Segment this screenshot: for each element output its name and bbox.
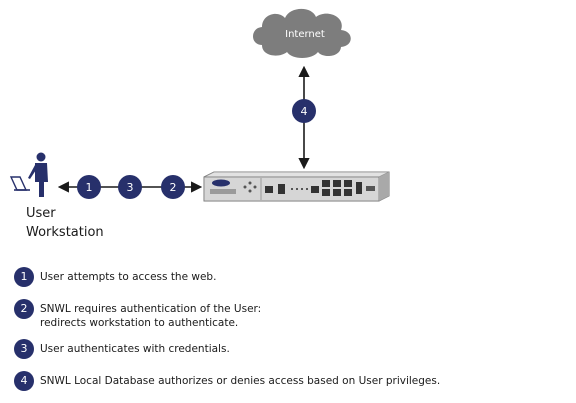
step-3-number: 3 <box>127 181 134 194</box>
legend-text-3: User authenticates with credentials. <box>40 343 230 355</box>
cloud-icon <box>253 8 351 58</box>
step-4-badge <box>292 99 316 123</box>
legend-item-3: 3 User authenticates with credentials. <box>14 338 564 364</box>
legend-text-4: SNWL Local Database authorizes or denies… <box>40 375 441 387</box>
legend-text-1: User attempts to access the web. <box>40 271 217 283</box>
legend-text-2: SNWL requires authentication of the User… <box>40 302 261 330</box>
appliance-icon <box>203 171 390 202</box>
internet-label: Internet <box>285 29 325 40</box>
user-label-line1: User <box>26 206 56 221</box>
legend-item-1: 1 User attempts to access the web. <box>14 266 564 292</box>
legend-item-4: 4 SNWL Local Database authorizes or deni… <box>14 370 564 396</box>
step-1-number: 1 <box>86 181 93 194</box>
user-workstation-icon <box>9 152 48 197</box>
legend-badge-2: 2 <box>14 299 34 319</box>
legend-badge-1: 1 <box>14 267 34 287</box>
step-4-number: 4 <box>301 105 308 118</box>
legend-badge-3: 3 <box>14 339 34 359</box>
step-1-badge <box>77 175 101 199</box>
legend-text-2-line1: SNWL requires authentication of the User… <box>40 303 262 315</box>
user-label-line2: Workstation <box>26 225 104 240</box>
legend-badge-4: 4 <box>14 371 34 391</box>
legend-item-2: 2 SNWL requires authentication of the Us… <box>14 298 564 332</box>
legend-text-2-line2: redirects workstation to authenticate. <box>40 317 239 329</box>
step-3-badge <box>118 175 142 199</box>
legend: 1 User attempts to access the web. 2 SNW… <box>14 266 564 402</box>
step-2-badge <box>161 175 185 199</box>
step-2-number: 2 <box>170 181 177 194</box>
